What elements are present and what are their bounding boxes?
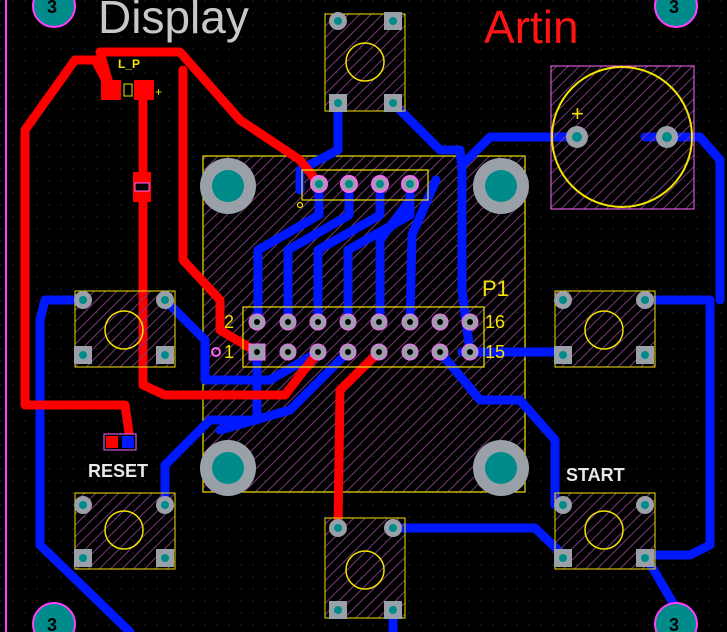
resistor [133,172,151,202]
display-mount-holes [200,158,529,496]
mount-hole-label-tl: 3 [47,0,58,17]
pushbutton-right [554,290,656,368]
led-plus-label: + [155,85,163,99]
board-title: Display [98,0,249,43]
led-ref-label: L_P [118,57,141,71]
header-outline [301,169,429,201]
pin-label-16: 16 [485,312,506,332]
reset-label: RESET [88,461,149,481]
pin-label-15: 15 [485,342,506,362]
start-label: START [566,465,625,485]
connector-p1-pins [211,313,479,361]
pin-label-1: 1 [224,342,235,362]
pin-label-2: 2 [224,312,235,332]
pushbutton-bottom [324,517,406,619]
top-copper-traces [20,47,384,533]
buzzer-plus-label: + [571,101,584,126]
pushbutton-reset [74,492,176,570]
connector-ref-label: P1 [482,276,509,301]
led-l-p [101,80,154,100]
connector-p1-outline [242,306,485,368]
board-mount-holes [32,0,698,632]
mount-hole-label-bl: 3 [47,615,58,632]
buzzer [550,65,695,210]
mount-hole-label-br: 3 [669,615,680,632]
mount-hole-label-tr: 3 [669,0,680,17]
pushbutton-top [324,12,406,112]
reset-jumper [103,433,137,451]
pushbutton-left [74,290,176,368]
board-author: Artin [484,1,579,53]
pushbutton-start [554,492,656,570]
